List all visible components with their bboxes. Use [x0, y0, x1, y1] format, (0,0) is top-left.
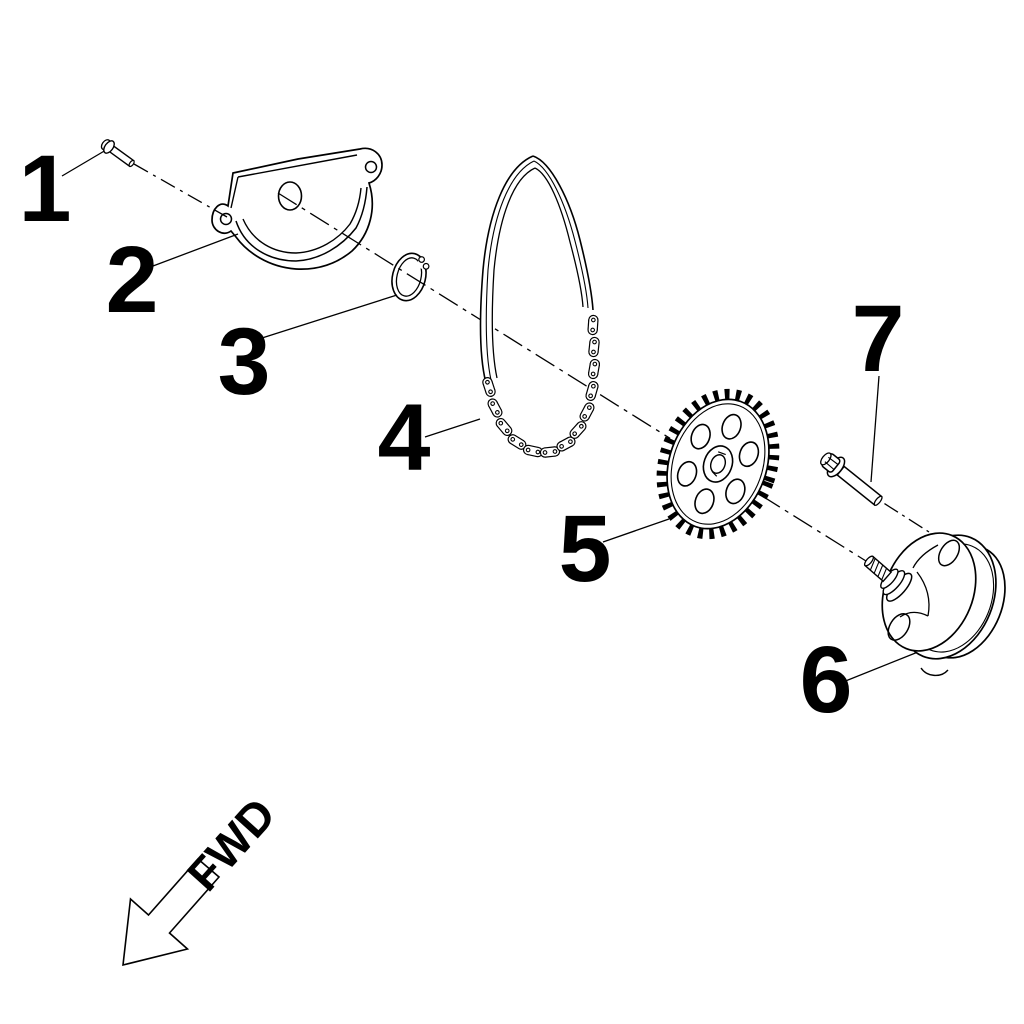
pump-web-lines — [899, 544, 939, 618]
chain-outer-left — [479, 155, 534, 384]
part-label-7: 7 — [852, 286, 905, 392]
screw-flange — [103, 140, 115, 154]
part-snap-ring — [391, 252, 430, 302]
leader-part4 — [424, 418, 481, 438]
part-label-1: 1 — [19, 136, 72, 242]
fwd-arrow-icon — [122, 857, 221, 967]
sprocket-face — [670, 403, 766, 525]
snap-ring-lug-2 — [422, 262, 430, 270]
part-screw — [100, 139, 135, 168]
cover-rim-arc-outer — [235, 186, 368, 262]
cover-outline — [211, 147, 383, 270]
leader-part7 — [870, 375, 880, 483]
part-label-2: 2 — [106, 227, 159, 333]
part-label-3: 3 — [218, 309, 271, 415]
leader-part2 — [152, 233, 239, 267]
part-label-6: 6 — [800, 627, 853, 733]
cover-ear-hole-right — [364, 160, 378, 174]
part-bolt — [820, 452, 883, 507]
chain-seam-left — [485, 160, 535, 381]
leader-part3 — [261, 294, 398, 339]
pump-foot-tab — [920, 667, 949, 677]
snap-ring-lug-1 — [418, 256, 426, 263]
part-label-5: 5 — [559, 496, 612, 602]
chain-seam-right — [533, 160, 589, 309]
leader-part6 — [842, 651, 919, 683]
leader-part1 — [61, 149, 107, 177]
pump-shaft-threads — [869, 558, 888, 581]
chain-links — [481, 314, 601, 459]
pump-ear-hole-top — [937, 539, 961, 567]
leader-lines — [61, 149, 919, 683]
chain-inner-left — [491, 167, 536, 379]
cover-top-edge-inner — [237, 154, 358, 178]
pump-shaft — [863, 555, 913, 602]
chain-inner-right — [534, 167, 584, 308]
cover-rim-arc-inner — [242, 187, 362, 254]
sprocket-holes — [676, 413, 760, 515]
part-chain — [479, 155, 601, 459]
chain-outer-right — [532, 155, 594, 311]
centerline-screw1 — [133, 163, 228, 218]
cover-ear-hole-left — [219, 212, 233, 226]
cover-left-edge-inner — [230, 176, 239, 209]
cover-center-hole — [277, 181, 303, 211]
part-cover — [211, 147, 383, 270]
fwd-direction-indicator: FWD — [122, 788, 285, 967]
part-sprocket — [656, 388, 780, 540]
part-oil-pump — [863, 532, 1006, 677]
part-number-labels: 1 2 3 4 5 6 7 — [19, 136, 905, 733]
centerline-main-axis — [277, 192, 867, 562]
part-label-4: 4 — [378, 385, 431, 491]
sprocket-bore — [709, 454, 727, 474]
leader-part5 — [602, 518, 670, 543]
sprocket-keyway — [711, 451, 726, 477]
pump-ear-hole-bottom — [887, 613, 911, 641]
